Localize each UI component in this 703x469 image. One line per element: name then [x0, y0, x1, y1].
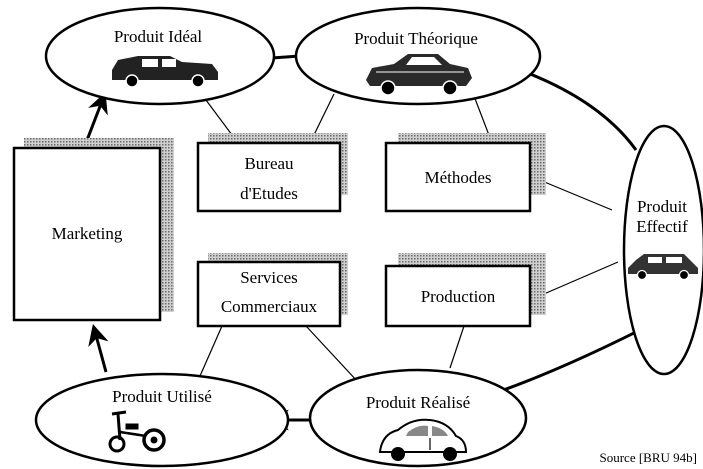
luxury-car-icon	[112, 56, 218, 88]
source-caption: Source [BRU 94b]	[600, 450, 698, 465]
link-services-utilise	[199, 325, 223, 377]
link-effectif-realise	[497, 328, 641, 394]
marketing-label: Marketing	[52, 224, 123, 243]
services-commerciaux-box	[196, 260, 342, 328]
produit-realise-label: Produit Réalisé	[366, 393, 470, 412]
produit-realise-ellipse	[308, 368, 528, 468]
produit-ideal-label: Produit Idéal	[114, 27, 203, 46]
link-theorique-effectif	[519, 68, 638, 151]
produit-effectif-label-line2: Effectif	[636, 217, 688, 236]
beetle-car-icon	[378, 418, 468, 461]
bureau-label-line1: Bureau	[244, 154, 294, 173]
link-production-realise	[449, 325, 465, 369]
production-box	[384, 264, 532, 328]
arrow-utilise-marketing	[88, 323, 109, 373]
station-wagon-icon	[628, 254, 698, 281]
bureau-etudes-box	[196, 141, 342, 213]
methodes-label: Méthodes	[424, 168, 491, 187]
sedan-car-icon	[366, 54, 472, 96]
tricycle-icon	[108, 410, 166, 453]
department-boxes	[12, 141, 532, 328]
produit-effectif-label-line1: Produit	[637, 197, 687, 216]
methodes-box	[384, 141, 532, 213]
produit-effectif-ellipse	[622, 124, 703, 376]
production-label: Production	[421, 287, 496, 306]
bureau-label-line2: d'Etudes	[240, 184, 298, 203]
marketing-box	[12, 146, 162, 322]
services-label-line1: Services	[240, 268, 298, 287]
services-label-line2: Commerciaux	[221, 297, 318, 316]
produit-utilise-ellipse	[34, 372, 290, 468]
produit-theorique-label: Produit Théorique	[354, 29, 478, 48]
produit-utilise-label: Produit Utilisé	[112, 387, 212, 406]
link-services-realise	[305, 325, 359, 383]
